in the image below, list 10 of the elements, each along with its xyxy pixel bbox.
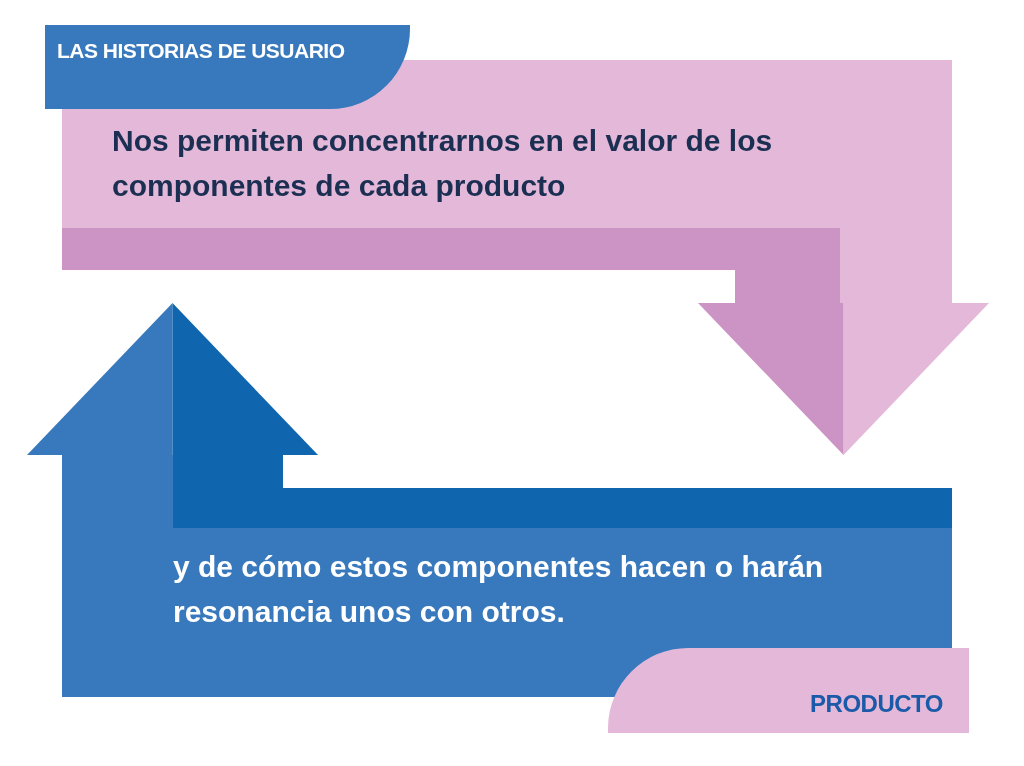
heading-tab — [45, 25, 410, 109]
block-arrow — [698, 270, 989, 455]
band-text: Nos permiten concentrarnos en el valor de los componentes de cada producto — [112, 123, 774, 204]
band-text: y de cómo estos componentes hacen o harán resonancia unos con otros. — [173, 549, 825, 630]
arrow-band — [62, 60, 952, 270]
heading-tab — [608, 648, 969, 733]
arrow-band — [62, 488, 952, 697]
tab-heading: LAS HISTORIAS DE USUARIO — [57, 38, 345, 64]
tab-heading: PRODUCTO — [810, 689, 943, 719]
block-arrow — [27, 303, 318, 488]
